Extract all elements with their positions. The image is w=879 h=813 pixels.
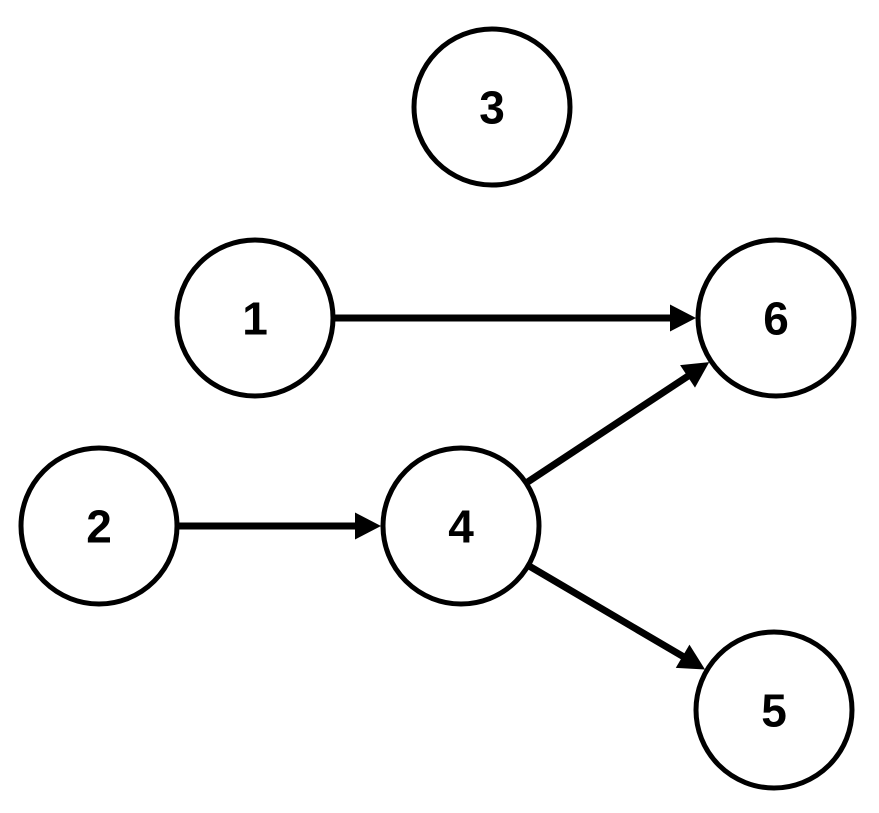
node-circle-1 (174, 237, 336, 399)
node-circle-5 (693, 629, 855, 791)
node-6: 6 (695, 237, 857, 399)
arrowhead-2-4 (355, 512, 381, 540)
node-5: 5 (693, 629, 855, 791)
node-circle-6 (695, 237, 857, 399)
node-label-5: 5 (761, 685, 787, 737)
arrowhead-4-6 (680, 362, 710, 388)
node-2: 2 (18, 445, 180, 607)
node-label-4: 4 (448, 501, 474, 553)
edge-line-4-6 (525, 372, 692, 485)
edge-4-6 (525, 362, 710, 485)
node-4: 4 (380, 445, 542, 607)
node-label-3: 3 (479, 82, 505, 134)
node-circle-2 (18, 445, 180, 607)
edge-2-4 (179, 512, 381, 540)
node-3: 3 (411, 26, 573, 188)
node-1: 1 (174, 237, 336, 399)
edge-1-6 (335, 304, 696, 332)
nodes-layer: 1 2 3 4 5 6 (18, 26, 857, 791)
node-label-2: 2 (86, 501, 112, 553)
arrowhead-1-6 (670, 304, 696, 332)
node-label-1: 1 (242, 293, 268, 345)
node-label-6: 6 (763, 293, 789, 345)
edge-4-5 (528, 563, 706, 670)
edges-layer (179, 304, 710, 670)
node-circle-4 (380, 445, 542, 607)
arrowhead-4-5 (675, 644, 706, 670)
edge-line-4-5 (528, 563, 687, 661)
node-circle-3 (411, 26, 573, 188)
